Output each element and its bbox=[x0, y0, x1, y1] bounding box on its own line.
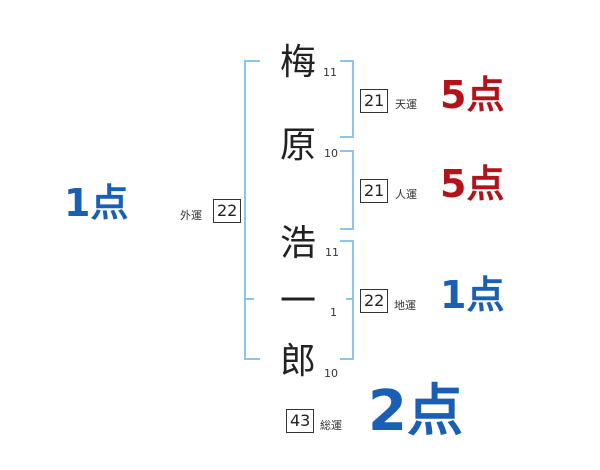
bracket-tick bbox=[340, 358, 354, 360]
tenkaku-label: 天運 bbox=[395, 98, 417, 111]
chikaku-value: 22 bbox=[360, 289, 389, 313]
stroke-count-4: 1 bbox=[330, 306, 337, 319]
jinkaku-label: 人運 bbox=[395, 188, 417, 201]
stroke-count-3: 11 bbox=[325, 246, 339, 259]
bracket-tick bbox=[244, 298, 254, 300]
tenkaku-value: 21 bbox=[360, 89, 389, 113]
soukaku-label: 総運 bbox=[320, 419, 342, 432]
bracket-tick bbox=[340, 60, 354, 62]
stroke-count-1: 11 bbox=[323, 66, 337, 79]
gaikaku-score: 1点 bbox=[64, 181, 129, 225]
name-char-5: 郎 bbox=[280, 341, 317, 382]
gaikaku-value: 22 bbox=[213, 199, 242, 223]
name-char-4: 一 bbox=[280, 281, 317, 322]
jinkaku-score: 5点 bbox=[440, 162, 505, 206]
name-char-2: 原 bbox=[280, 125, 317, 166]
jinkaku-value: 21 bbox=[360, 179, 389, 203]
bracket-tick bbox=[340, 240, 354, 242]
jinkaku-bracket bbox=[352, 150, 354, 230]
outer-bracket-left bbox=[244, 60, 246, 360]
bracket-tick bbox=[340, 228, 354, 230]
bracket-tick bbox=[244, 60, 260, 62]
tenkaku-bracket bbox=[352, 60, 354, 138]
chikaku-label: 地運 bbox=[394, 299, 416, 312]
name-char-1: 梅 bbox=[280, 42, 317, 83]
soukaku-value: 43 bbox=[286, 409, 315, 433]
stroke-count-5: 10 bbox=[324, 367, 338, 380]
gaikaku-label: 外運 bbox=[180, 209, 202, 222]
bracket-tick bbox=[346, 298, 354, 300]
chikaku-score: 1点 bbox=[440, 273, 505, 317]
bracket-tick bbox=[340, 136, 354, 138]
soukaku-score: 2点 bbox=[368, 379, 463, 444]
bracket-tick bbox=[244, 358, 260, 360]
chikaku-bracket bbox=[352, 240, 354, 360]
bracket-tick bbox=[340, 150, 354, 152]
name-char-3: 浩 bbox=[280, 223, 317, 264]
tenkaku-score: 5点 bbox=[440, 73, 505, 117]
stroke-count-2: 10 bbox=[324, 147, 338, 160]
